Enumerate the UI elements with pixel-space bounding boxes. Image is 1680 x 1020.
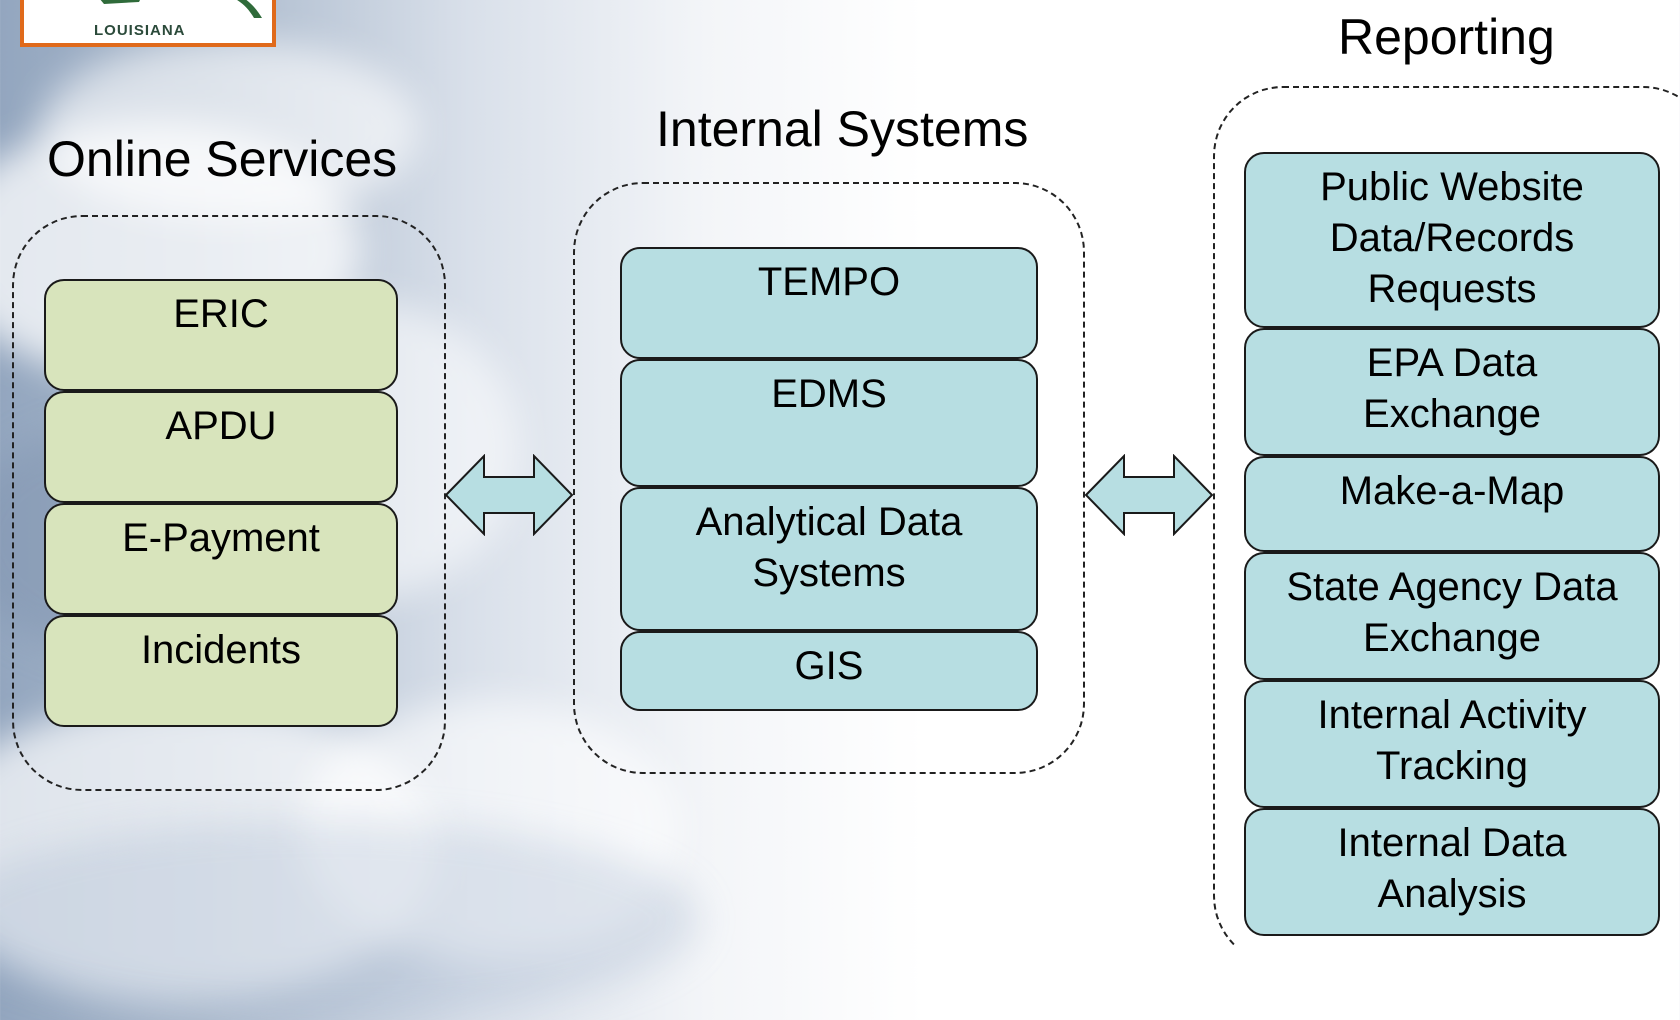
internal-systems-group bbox=[573, 182, 1085, 774]
reporting-item-internal-activity: Internal Activity Tracking bbox=[1244, 680, 1660, 808]
reporting-item-internal-data-analysis: Internal Data Analysis bbox=[1244, 808, 1660, 936]
reporting-group bbox=[1213, 86, 1680, 966]
online-item-eric: ERIC bbox=[44, 279, 398, 391]
internal-item-tempo: TEMPO bbox=[620, 247, 1038, 359]
logo-text: LOUISIANA bbox=[94, 22, 186, 39]
internal-systems-title: Internal Systems bbox=[656, 101, 1029, 157]
reporting-title: Reporting bbox=[1338, 9, 1555, 65]
internal-item-edms: EDMS bbox=[620, 359, 1038, 487]
double-arrow-icon bbox=[444, 454, 574, 536]
online-item-apdu: APDU bbox=[44, 391, 398, 503]
online-services-group bbox=[12, 215, 446, 791]
reporting-item-make-a-map: Make-a-Map bbox=[1244, 456, 1660, 552]
double-arrow-icon bbox=[1084, 454, 1214, 536]
online-item-e-payment: E-Payment bbox=[44, 503, 398, 615]
online-item-incidents: Incidents bbox=[44, 615, 398, 727]
internal-item-analytical-data-systems: Analytical Data Systems bbox=[620, 487, 1038, 631]
reporting-item-state-agency: State Agency Data Exchange bbox=[1244, 552, 1660, 680]
logo: LOUISIANA bbox=[20, 0, 276, 47]
reporting-item-epa-data-exchange: EPA Data Exchange bbox=[1244, 328, 1660, 456]
reporting-item-public-website: Public Website Data/Records Requests bbox=[1244, 152, 1660, 328]
online-services-title: Online Services bbox=[47, 131, 398, 187]
internal-item-gis: GIS bbox=[620, 631, 1038, 711]
logo-mark-icon bbox=[100, 0, 262, 18]
